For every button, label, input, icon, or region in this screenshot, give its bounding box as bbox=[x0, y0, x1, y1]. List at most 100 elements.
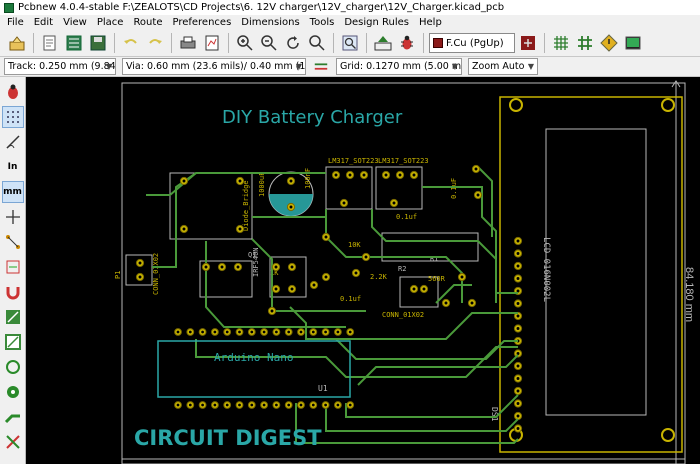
drc-button[interactable] bbox=[396, 32, 418, 54]
pad-drill-hole bbox=[220, 265, 224, 269]
menu-place[interactable]: Place bbox=[96, 17, 124, 28]
menu-edit[interactable]: Edit bbox=[33, 17, 54, 28]
pad-drill-hole bbox=[516, 327, 520, 330]
show-zones-button[interactable] bbox=[2, 306, 24, 328]
pad-drill-hole bbox=[225, 330, 229, 334]
board-setup-button[interactable] bbox=[63, 32, 85, 54]
menu-design-rules[interactable]: Design Rules bbox=[344, 17, 409, 28]
menu-view[interactable]: View bbox=[63, 17, 87, 28]
zoom-in-icon bbox=[237, 35, 253, 51]
find-button[interactable] bbox=[339, 32, 361, 54]
redo-button[interactable] bbox=[144, 32, 166, 54]
active-layer-select[interactable]: F.Cu (PgUp) bbox=[429, 33, 515, 53]
menu-file[interactable]: File bbox=[7, 17, 24, 28]
show-grid-button[interactable] bbox=[1, 106, 24, 128]
track-grid-button[interactable] bbox=[574, 32, 596, 54]
lcd-header-pins bbox=[513, 236, 523, 433]
save-icon bbox=[90, 35, 106, 51]
track-width-select[interactable]: Track: 0.250 mm (9.84 mils) *▼ bbox=[4, 58, 116, 75]
pad-drill-hole bbox=[238, 330, 241, 334]
pad-drill-hole bbox=[275, 403, 278, 407]
zone-outline-button[interactable] bbox=[2, 331, 24, 353]
pad-drill-hole bbox=[201, 330, 204, 334]
pad-drill-hole bbox=[138, 275, 142, 279]
menu-help[interactable]: Help bbox=[419, 17, 442, 28]
pad-drill-hole bbox=[250, 403, 254, 407]
layer-pair-button[interactable] bbox=[517, 32, 539, 54]
pad-drill-hole bbox=[516, 377, 520, 380]
show-ratsnest-button[interactable] bbox=[2, 231, 24, 253]
tracks-sketch-button[interactable] bbox=[2, 406, 24, 428]
pad-drill-hole bbox=[287, 330, 291, 334]
units-inch-button[interactable]: In bbox=[2, 156, 24, 178]
pad-drill-hole bbox=[516, 364, 520, 368]
open-board-button[interactable] bbox=[39, 32, 61, 54]
undo-button[interactable] bbox=[120, 32, 142, 54]
print-button[interactable] bbox=[177, 32, 199, 54]
polar-coords-button[interactable] bbox=[2, 131, 24, 153]
grid-size-value: Grid: 0.1270 mm (5.00 mils) bbox=[340, 61, 462, 72]
pad-drill-hole bbox=[182, 179, 186, 183]
auto-delete-track-button[interactable] bbox=[2, 281, 24, 303]
lcd-corner-mounting-holes bbox=[509, 98, 675, 442]
grid-zone-icon bbox=[554, 36, 568, 50]
scripting-console-button[interactable] bbox=[622, 32, 644, 54]
bug-icon bbox=[401, 35, 413, 50]
save-board-button[interactable] bbox=[87, 32, 109, 54]
zoom-fit-button[interactable] bbox=[306, 32, 328, 54]
redraw-button[interactable] bbox=[282, 32, 304, 54]
zoom-select[interactable]: Zoom Auto▼ bbox=[468, 58, 538, 75]
autoroute-button[interactable] bbox=[598, 32, 620, 54]
plot-button[interactable] bbox=[201, 32, 223, 54]
cursor-shape-button[interactable] bbox=[2, 206, 24, 228]
ladybug-icon bbox=[7, 84, 18, 99]
warning-diamond-icon bbox=[600, 34, 618, 52]
zoom-value: Zoom Auto bbox=[472, 61, 525, 72]
mm-label: mm bbox=[3, 187, 22, 197]
zone-outline-icon bbox=[4, 334, 21, 350]
fill-zones-button[interactable] bbox=[550, 32, 572, 54]
pad-drill-hole bbox=[262, 330, 266, 334]
menu-preferences[interactable]: Preferences bbox=[172, 17, 232, 28]
module-ratsnest-button[interactable] bbox=[2, 256, 24, 278]
pad-drill-hole bbox=[412, 173, 416, 177]
pcb-board-drawing[interactable]: 84.180 mm DIY Battery Charger LCD-016N00… bbox=[26, 77, 700, 464]
cap-01uf-label-1: 0.1uf bbox=[396, 213, 417, 221]
units-mm-button[interactable]: mm bbox=[1, 181, 24, 203]
main-toolbar: F.Cu (PgUp) bbox=[0, 30, 700, 57]
new-board-button[interactable] bbox=[6, 32, 28, 54]
auto-track-width-button[interactable] bbox=[312, 58, 330, 76]
zoom-out-button[interactable] bbox=[258, 32, 280, 54]
pad-drill-hole bbox=[364, 255, 368, 259]
menu-route[interactable]: Route bbox=[133, 17, 163, 28]
pad-drill-hole bbox=[188, 403, 192, 407]
pad-drill-hole bbox=[516, 427, 520, 430]
pads-sketch-button[interactable] bbox=[2, 356, 24, 378]
active-layer-label: F.Cu (PgUp) bbox=[446, 37, 504, 49]
mounting-hole bbox=[509, 98, 523, 112]
pad-drill-hole bbox=[290, 265, 294, 269]
drc-toggle-button[interactable] bbox=[2, 81, 24, 103]
high-contrast-button[interactable] bbox=[2, 431, 24, 453]
lcd-display-window bbox=[545, 128, 647, 416]
netlist-button[interactable] bbox=[372, 32, 394, 54]
left-options-toolbar: In mm bbox=[0, 77, 26, 464]
via-size-select[interactable]: Via: 0.60 mm (23.6 mils)/ 0.40 mm (15.7 … bbox=[122, 58, 306, 75]
pad-drill-hole bbox=[270, 309, 274, 313]
pcb-canvas[interactable]: 84.180 mm DIY Battery Charger LCD-016N00… bbox=[26, 77, 700, 464]
zoom-in-button[interactable] bbox=[234, 32, 256, 54]
vias-sketch-button[interactable] bbox=[2, 381, 24, 403]
irf-label: IRF540N bbox=[252, 247, 260, 277]
pad-drill-hole bbox=[204, 265, 208, 269]
pad-drill-hole bbox=[238, 179, 242, 183]
pad-drill-hole bbox=[176, 330, 180, 334]
window-title: Pcbnew 4.0.4-stable F:\ZEALOTS\CD Projec… bbox=[18, 2, 505, 13]
pad-drill-hole bbox=[516, 389, 520, 393]
menu-dimensions[interactable]: Dimensions bbox=[241, 17, 300, 28]
pad-drill-hole bbox=[188, 330, 192, 334]
pad-drill-hole bbox=[287, 403, 291, 407]
pad-drill-hole bbox=[422, 287, 426, 291]
arduino-nano-label: Arduino Nano bbox=[214, 351, 293, 364]
grid-size-select[interactable]: Grid: 0.1270 mm (5.00 mils)▼ bbox=[336, 58, 462, 75]
menu-tools[interactable]: Tools bbox=[309, 17, 335, 28]
